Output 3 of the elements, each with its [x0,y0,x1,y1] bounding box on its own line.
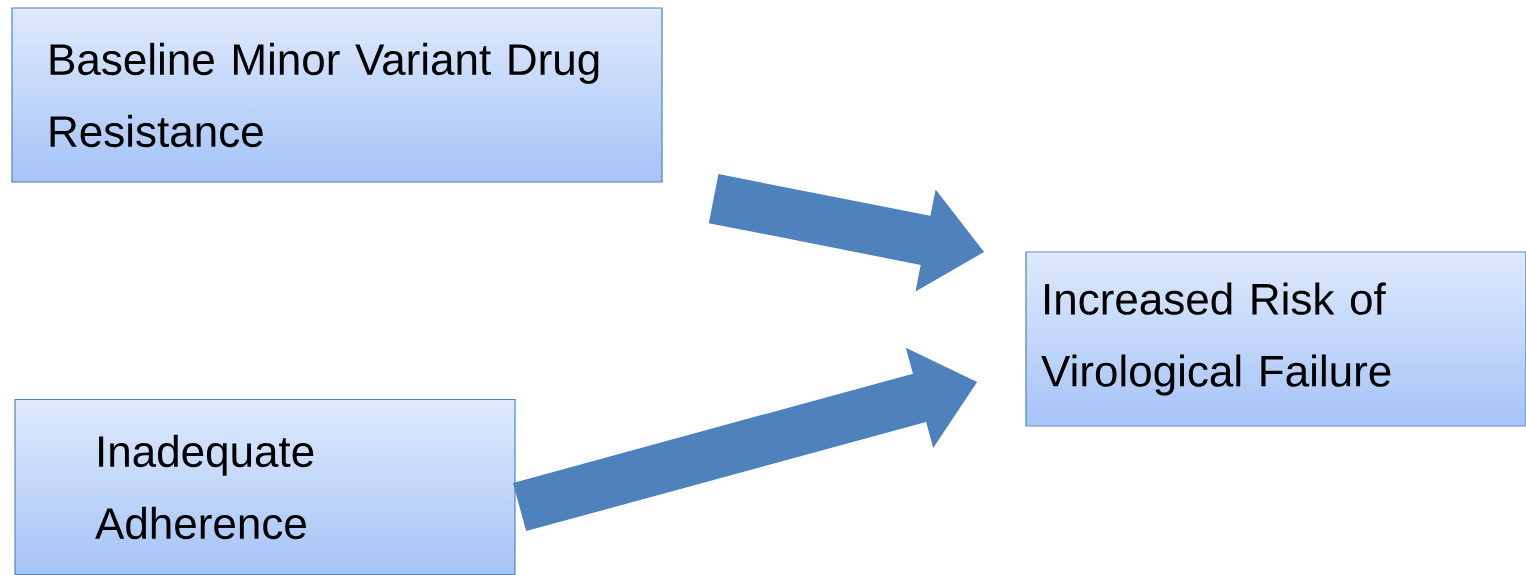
text-box: Baseline Minor Variant Drug Resistance [11,7,663,183]
text-box: Increased Risk of Virological Failure [1025,251,1526,427]
text-box: Inadequate Adherence [14,398,516,575]
